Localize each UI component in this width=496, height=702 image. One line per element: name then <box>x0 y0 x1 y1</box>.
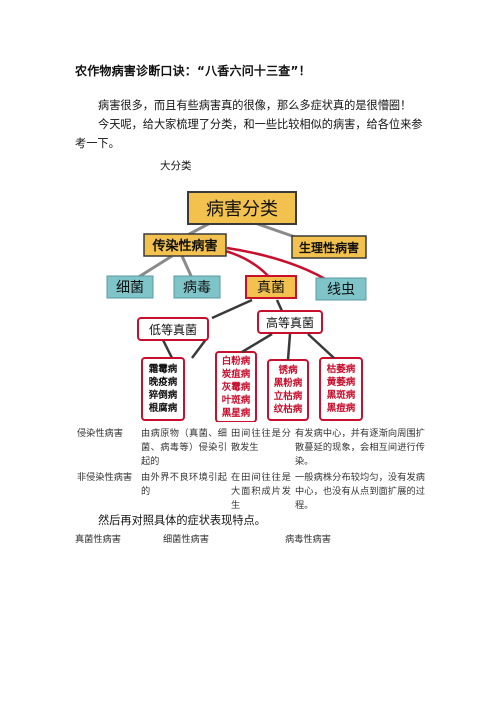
higher-fungi-item: 纹枯病 <box>274 403 303 415</box>
higher-fungi-item: 锈病 <box>278 364 298 376</box>
lower-fungi-item: 霜霉病 <box>148 363 178 375</box>
lower-fungi-item: 晚疫病 <box>149 376 178 388</box>
bacteria-node <box>106 275 154 299</box>
lower-fungi-label: 低等真菌 <box>149 323 197 337</box>
fungi-node <box>245 275 297 299</box>
physiological-node <box>291 235 367 259</box>
higher-fungi-item: 白粉病 <box>222 355 251 367</box>
higher-fungi-item: 立枯病 <box>274 390 303 402</box>
disease-comparison-table: 侵染性病害 由病原物（真菌、细菌、病毒等）侵染引起的 田间往往是分散发生 有发病… <box>75 426 427 514</box>
higher-fungi-item: 枯萎病 <box>327 363 356 375</box>
diagram-caption: 大分类 <box>160 160 192 172</box>
table-row: 侵染性病害 由病原物（真菌、细菌、病毒等）侵染引起的 田间往往是分散发生 有发病… <box>75 426 427 470</box>
root-node <box>187 191 297 225</box>
virus-label: 病毒 <box>183 280 211 296</box>
lower-fungi-node <box>137 317 209 341</box>
table-cell-trait: 有发病中心，并有逐渐向周围扩散蔓延的现象，会相互间进行传染。 <box>295 428 425 467</box>
higher-fungi-item: 黑斑病 <box>327 389 356 401</box>
header-fungal: 真菌性病害 <box>75 534 121 545</box>
table-cell-type: 侵染性病害 <box>77 428 123 439</box>
infectious-node <box>143 233 227 257</box>
higher-fungi-item: 叶斑病 <box>222 394 251 406</box>
physiological-label: 生理性病害 <box>299 240 359 255</box>
page-title: 农作物病害诊断口诀：“八香六问十三查”！ <box>75 64 311 78</box>
higher-fungi-list1-box <box>215 351 257 422</box>
nematode-node <box>315 277 367 301</box>
nematode-label: 线虫 <box>327 282 355 298</box>
table-cell-trait: 一般病株分布较均匀，没有发病中心，也没有从点到面扩展的过程。 <box>295 472 425 511</box>
virus-node <box>173 275 221 299</box>
root-label: 病害分类 <box>206 199 278 220</box>
header-viral: 病毒性病害 <box>285 534 331 545</box>
higher-fungi-item: 黑星病 <box>222 407 251 419</box>
higher-fungi-item: 黑痘病 <box>327 402 356 414</box>
higher-fungi-list3: 枯萎病 黄萎病 黑斑病 黑痘病 <box>327 363 356 414</box>
bacteria-label: 细菌 <box>116 280 144 296</box>
fungi-label: 真菌 <box>257 280 285 296</box>
lower-fungi-item: 猝倒病 <box>148 389 178 401</box>
higher-fungi-label: 高等真菌 <box>266 315 314 330</box>
higher-fungi-item: 黑粉病 <box>274 377 303 389</box>
higher-fungi-node <box>257 310 323 334</box>
higher-fungi-list2: 锈病 黑粉病 立枯病 纹枯病 <box>274 364 303 415</box>
intro-paragraph-2: 今天呢，给大家梳理了分类，和一些比较相似的病害，给各位来参考一下。 <box>75 118 423 150</box>
infectious-label: 传染性病害 <box>151 238 217 254</box>
disease-classification-diagram: 病害分类 传染性病害 生理性病害 细菌 病毒 真菌 线虫 低等真菌 高等真菌 霜… <box>106 191 367 422</box>
lower-fungi-item: 根腐病 <box>149 402 178 414</box>
table-cell-field: 田间往往是分散发生 <box>231 428 291 453</box>
table-cell-type: 非侵染性病害 <box>77 472 133 483</box>
table-cell-field: 在田间往往是大面积成片发生 <box>231 472 291 511</box>
lower-fungi-list: 霜霉病 晚疫病 猝倒病 根腐病 <box>148 363 178 414</box>
higher-fungi-item: 灰霉病 <box>222 381 251 393</box>
higher-fungi-list3-box <box>319 357 363 421</box>
higher-fungi-list1: 白粉病 炭疽病 灰霉病 叶斑病 黑星病 <box>222 355 251 419</box>
header-bacterial: 细菌性病害 <box>163 534 209 545</box>
table-cell-cause: 由病原物（真菌、细菌、病毒等）侵染引起的 <box>141 428 227 467</box>
higher-fungi-item: 黄萎病 <box>327 376 356 388</box>
lower-fungi-list-box <box>141 357 185 421</box>
table-cell-cause: 由外界不良环境引起的 <box>141 472 227 497</box>
intro-paragraph-1: 病害很多，而且有些病害真的很像，那么多症状真的是很懵圈！ <box>98 99 412 112</box>
table-row: 非侵染性病害 由外界不良环境引起的 在田间往往是大面积成片发生 一般病株分布较均… <box>75 470 427 514</box>
higher-fungi-item: 炭疽病 <box>222 368 251 380</box>
followup-paragraph: 然后再对照具体的症状表现特点。 <box>98 514 266 527</box>
